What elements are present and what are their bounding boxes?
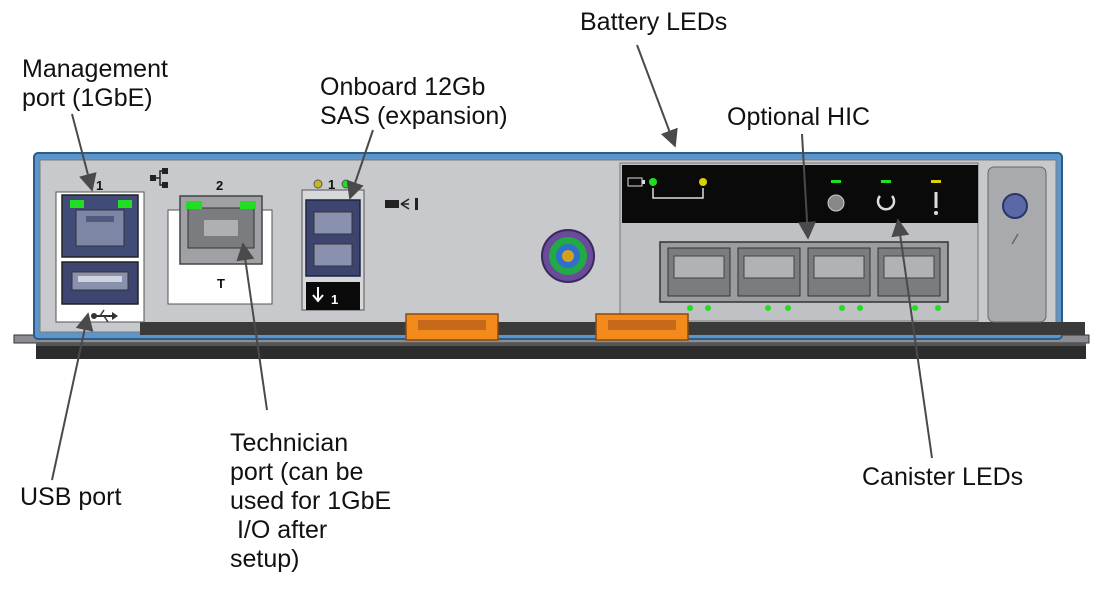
battery-leds-leader	[636, 44, 678, 148]
canister-leds-leader	[891, 218, 933, 459]
usb-port[interactable]	[61, 261, 139, 305]
canister-leds	[827, 180, 941, 215]
technician-port-leader	[236, 242, 268, 411]
management-port-leader	[71, 113, 97, 192]
management-port-label: Management port (1GbE)	[22, 55, 168, 112]
mgmt-port-led-left	[70, 200, 84, 208]
canister-led-3	[931, 180, 941, 183]
locate-icon	[827, 194, 845, 212]
hic-leader	[798, 133, 817, 240]
hic-port-4	[877, 247, 941, 311]
service-icon	[385, 198, 418, 210]
orange-latches[interactable]	[405, 313, 689, 341]
sas-led-number: 1	[328, 177, 335, 192]
led-status-panel	[622, 165, 978, 223]
onboard-sas-label: Onboard 12Gb SAS (expansion)	[320, 73, 508, 130]
network-icon	[150, 168, 168, 188]
usb-port-label: USB port	[20, 483, 122, 511]
optional-hic-label: Optional HIC	[727, 103, 871, 131]
round-button[interactable]	[541, 229, 595, 283]
power-icon	[876, 195, 896, 211]
hic-port-1	[667, 247, 731, 311]
technician-tag: T	[217, 276, 225, 291]
sas-leader	[346, 129, 374, 200]
canister-led-2	[881, 180, 891, 183]
port-2-number: 2	[216, 178, 223, 193]
battery-leds-label: Battery LEDs	[580, 8, 728, 36]
release-handle[interactable]	[987, 166, 1047, 323]
battery-leds	[627, 177, 707, 199]
port-1-number: 1	[96, 178, 103, 193]
canister-led-1	[831, 180, 841, 183]
hic-port-3	[807, 247, 871, 311]
canister-leds-label: Canister LEDs	[862, 463, 1024, 491]
technician-port-label: Technician port (can be used for 1GbE I/…	[230, 429, 392, 573]
tech-port-led-right	[240, 201, 256, 209]
leader-lines	[51, 44, 933, 481]
hic-ports[interactable]	[659, 241, 949, 311]
hic-port-2	[737, 247, 801, 311]
sas-expansion-port[interactable]: 1 1	[301, 177, 365, 311]
battery-led-2	[699, 178, 707, 186]
mgmt-port-led-right	[118, 200, 132, 208]
sas-port-number: 1	[331, 292, 338, 307]
battery-led-1	[649, 178, 657, 186]
usb-port-leader	[51, 312, 94, 481]
tech-port-led-left	[186, 201, 202, 209]
technician-port[interactable]: 2 T	[167, 178, 273, 305]
